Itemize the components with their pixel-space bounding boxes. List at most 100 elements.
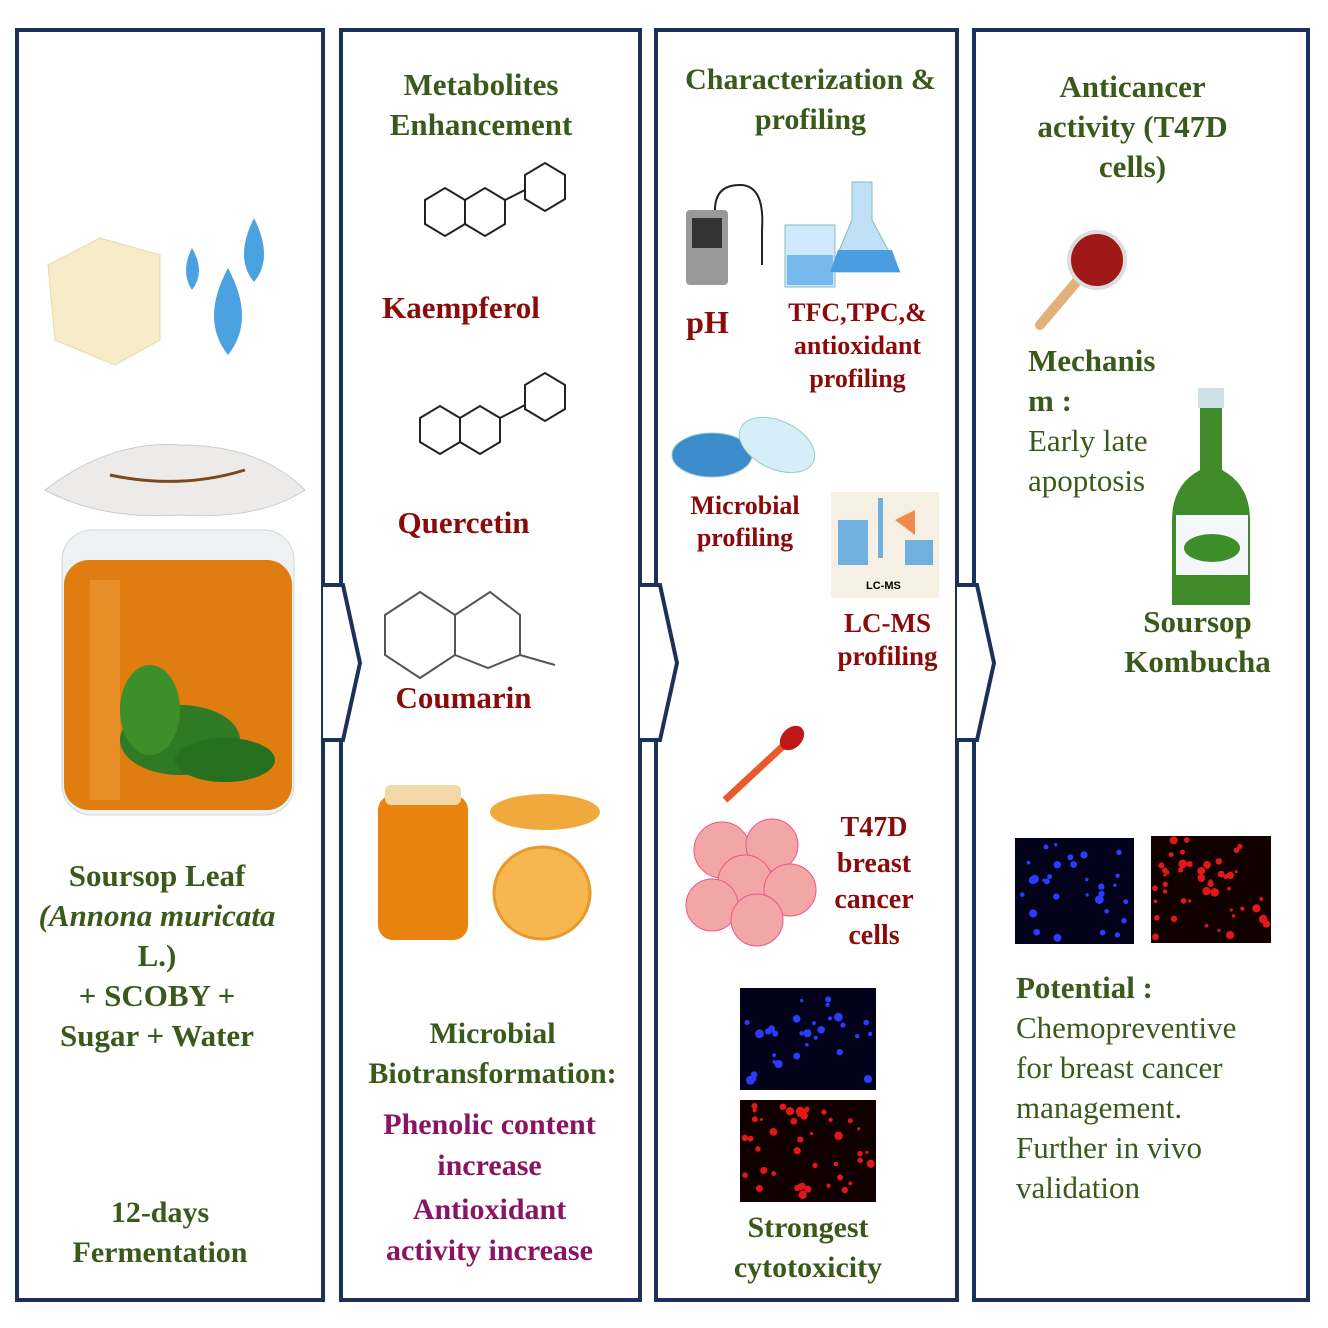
kaempferol-label: Kaempferol — [382, 290, 540, 325]
cell-dot — [1162, 881, 1168, 887]
cell-dot — [1202, 886, 1211, 896]
cell-dot — [751, 1116, 758, 1123]
lab-glassware-icon — [784, 181, 901, 288]
cell-dot — [798, 1190, 807, 1200]
cell-dot — [825, 1002, 830, 1007]
cell-dot — [833, 1161, 839, 1167]
ph-meter-icon — [686, 183, 764, 285]
cell-dot — [1217, 870, 1225, 878]
cell-dot — [1215, 858, 1223, 865]
arrow-2 — [640, 583, 680, 742]
cell-dot — [1113, 883, 1117, 887]
line: Chemopreventive — [1016, 1010, 1237, 1045]
cell-dot — [803, 1029, 812, 1038]
cell-dot — [1162, 889, 1168, 894]
cell-dot — [1163, 873, 1167, 877]
cell-dot — [827, 1016, 833, 1021]
cell-dot — [847, 1118, 853, 1124]
potential-label: Potential : — [1016, 970, 1153, 1005]
cell-dot — [865, 1150, 869, 1154]
fluorescence-red-image-4 — [1151, 836, 1271, 943]
line: Biotransformation: — [368, 1057, 617, 1090]
line: Phenolic content — [383, 1108, 596, 1141]
cell-dot — [1054, 843, 1058, 847]
petri-dish-icon — [671, 416, 816, 478]
line: Microbial — [690, 491, 800, 520]
line: profiling — [809, 364, 906, 393]
cell-dot — [1152, 933, 1159, 941]
line: Early late — [1028, 423, 1148, 458]
cell-dot — [1169, 836, 1178, 845]
cell-dot — [867, 1031, 873, 1037]
cell-dot — [799, 1031, 804, 1036]
line: management. — [1016, 1090, 1183, 1125]
cell-dot — [1197, 866, 1206, 875]
cell-dot — [1234, 870, 1238, 874]
cell-dot — [1240, 906, 1245, 911]
cell-dot — [1207, 880, 1214, 888]
kaempferol-structure-icon — [424, 161, 566, 238]
cell-dot — [755, 1146, 761, 1152]
cell-dot — [857, 1127, 861, 1131]
cell-dot — [1115, 873, 1120, 879]
cell-dot — [790, 1117, 798, 1125]
line: Sugar + Water — [60, 1018, 254, 1053]
cell-dot — [803, 1107, 810, 1113]
cell-dot — [840, 1022, 846, 1028]
cell-dot — [1085, 893, 1089, 897]
cell-dot — [1210, 887, 1219, 897]
line: increase — [437, 1149, 542, 1182]
cell-dot — [772, 1053, 777, 1058]
cell-dot — [1043, 844, 1049, 850]
cell-dot — [1180, 898, 1187, 904]
kombucha-bottle-icon — [1172, 388, 1250, 605]
line: Antioxidant — [412, 1193, 567, 1226]
cell-dot — [1053, 933, 1062, 942]
line: Soursop — [1143, 604, 1252, 639]
cell-dot — [1099, 929, 1106, 936]
cell-dot — [800, 998, 804, 1003]
cell-dot — [863, 1019, 870, 1026]
line: 12-days — [110, 1196, 210, 1229]
cell-dot — [857, 1157, 863, 1164]
cell-dot — [1197, 874, 1206, 882]
line: profiling — [696, 523, 794, 552]
cell-dot — [1114, 932, 1121, 938]
line: cells — [848, 920, 900, 951]
cell-dot — [857, 1150, 863, 1157]
cell-dot — [809, 1132, 814, 1136]
cell-dot — [1053, 893, 1060, 900]
line: Further in vivo — [1016, 1130, 1202, 1165]
cell-dot — [841, 1186, 848, 1194]
cell-dot — [1026, 860, 1031, 865]
coumarin-structure-icon — [384, 590, 556, 680]
cell-dot — [1029, 909, 1038, 918]
cell-dot — [772, 1030, 779, 1037]
cell-dot — [833, 1012, 843, 1022]
cell-dot — [750, 1071, 758, 1078]
cell-dot — [1053, 861, 1061, 869]
fluorescence-blue-image-4 — [1015, 838, 1134, 944]
water-drops-icon — [186, 218, 264, 355]
line: profiling — [754, 103, 867, 136]
cell-dot — [1123, 899, 1129, 905]
cell-dot — [793, 1147, 801, 1155]
cell-dot — [1183, 837, 1190, 843]
cell-dot — [1094, 895, 1104, 905]
cell-dot — [863, 1075, 873, 1084]
cell-dot — [1252, 904, 1261, 913]
cell-dot — [812, 1162, 818, 1168]
cell-dot — [1225, 930, 1235, 940]
cell-dot — [792, 1014, 801, 1023]
cell-dot — [1204, 923, 1209, 928]
coumarin-label: Coumarin — [395, 680, 532, 715]
line: Soursop Leaf — [68, 858, 246, 893]
cell-dot — [1217, 928, 1221, 933]
line: Kombucha — [1124, 644, 1271, 679]
magnifier-cells-icon — [1035, 230, 1127, 330]
